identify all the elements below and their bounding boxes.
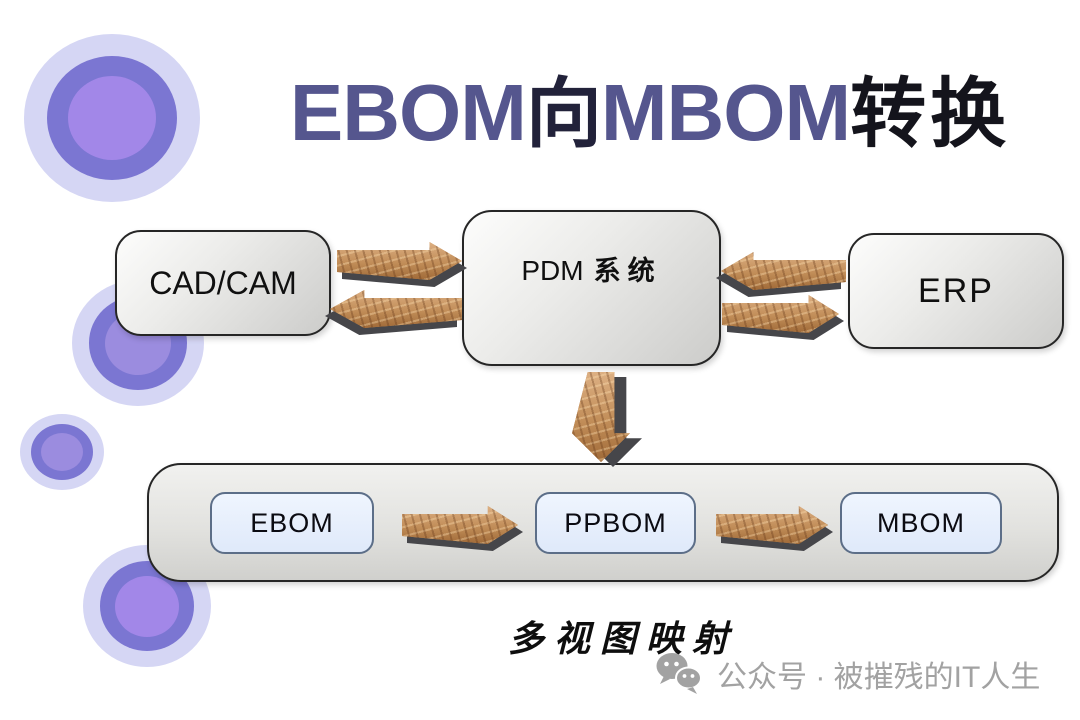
node-ppbom-label: PPBOM [564,507,667,538]
circle-inner-ring [115,575,179,637]
node-ebom-label: EBOM [250,507,334,538]
node-pdm-label-latin: PDM [521,254,584,286]
arrow-ebom-to-ppbom [402,506,523,551]
node-mbom-label: MBOM [877,507,965,538]
node-pdm-label-cn: 系统 [593,255,662,286]
wechat-icon [656,653,702,694]
node-cadcam-label: CAD/CAM [149,264,297,301]
node-ebom: EBOM [210,492,374,554]
watermark-text: 公众号 · 被摧残的IT人生 [717,661,1041,694]
arrow-pdm-to-erp [722,295,844,340]
node-mbom: MBOM [840,492,1002,554]
node-erp: ERP [848,233,1064,349]
node-pdm-label: PDM 系统 [521,249,661,288]
arrow-ppbom-to-mbom [716,506,833,551]
title-segment-ebom: EBOM [289,68,527,157]
arrow-erp-to-pdm [716,252,846,297]
decorative-circle-top-left [24,34,200,202]
caption-multi-view-mapping: 多视图映射 [507,619,738,659]
arrow-pdm-to-bom-container [572,372,642,467]
node-erp-label: ERP [918,271,994,310]
node-cadcam: CAD/CAM [115,230,331,336]
node-ppbom: PPBOM [535,492,696,554]
page-title: EBOM向MBOM转换 [210,52,1080,162]
circle-inner-ring [68,76,156,160]
arrow-pdm-to-cadcam [325,290,462,335]
title-segment-mbom: MBOM [600,68,851,157]
title-segment-zhuanhuan: 转换 [850,73,1011,157]
title-segment-xiang: 向 [525,73,602,157]
node-pdm: PDM 系统 [462,210,721,366]
watermark: 公众号 · 被摧残的IT人生 [655,652,1040,696]
circle-inner-ring [41,433,83,471]
arrow-cadcam-to-pdm [337,242,467,287]
decorative-circle-small-left [20,414,104,490]
